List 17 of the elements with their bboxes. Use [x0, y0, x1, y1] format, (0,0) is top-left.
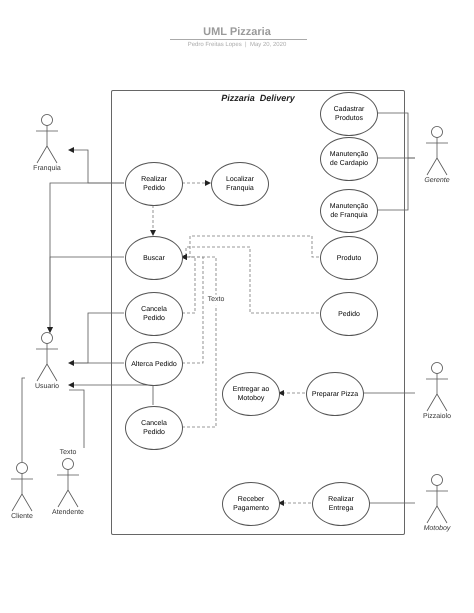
dashed-arrow [278, 500, 312, 506]
diagram-title: UML Pizzaria [203, 25, 271, 40]
dashed-arrow [278, 390, 306, 396]
association-line [68, 390, 84, 448]
dashed-arrow [181, 254, 196, 314]
association-line [68, 360, 124, 366]
association-line [368, 502, 416, 504]
system-title: Pizzaria Delivery [221, 92, 295, 105]
association-line [376, 158, 416, 210]
association-line [68, 382, 154, 406]
dashed-arrow [181, 254, 216, 428]
dashed-arrow [150, 204, 156, 236]
association-line [22, 378, 26, 462]
association-line [47, 256, 124, 333]
association-line [362, 392, 416, 394]
system-boundary [111, 90, 405, 535]
dashed-arrow [182, 180, 211, 186]
